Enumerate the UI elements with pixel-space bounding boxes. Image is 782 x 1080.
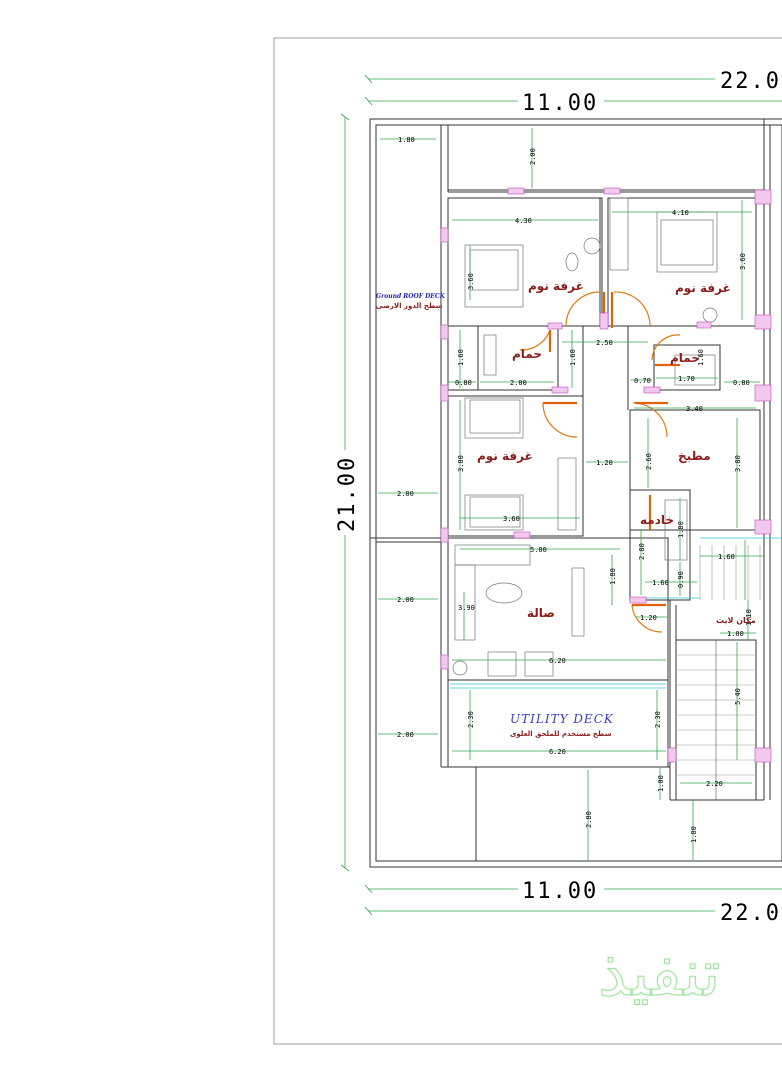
dining-table-icon [485,582,523,604]
dim-label: 3.80 [734,455,742,472]
furniture [452,197,718,677]
dim-label: 6.20 [549,657,566,665]
dim-label: 3.80 [457,455,465,472]
dim-label: 5.40 [734,688,742,705]
dim-label: 2.00 [510,379,527,387]
overall-dimensions: 22.0 11.00 11.00 22.0 21.00 [335,69,782,926]
dim-height-left: 21.00 [335,456,360,532]
wardrobe-icon [609,197,629,271]
dim-label: 1.60 [652,579,669,587]
dim-label: 2.80 [585,811,593,828]
tv-unit-icon [571,567,585,637]
dim-label: 2.00 [397,490,414,498]
room-bath-b: حمام [670,351,700,366]
interior-walls [447,197,782,768]
toilet-icon [565,252,579,272]
dim-label: 2.50 [596,339,613,347]
dim-label: 2.30 [467,711,475,728]
dim-label: 0.90 [677,571,685,588]
windows [440,187,772,763]
washbasin-icon [583,237,601,255]
room-kitchen: مطبخ [678,449,711,463]
dim-total-bottom: 22.0 [720,901,781,926]
dim-label: 1.80 [690,826,698,843]
doors [519,291,681,633]
dim-label: 1.60 [718,553,735,561]
room-bedroom-c: غرفة نوم [477,449,533,464]
room-lift: مكان لايت [716,616,756,625]
dim-label: 2.30 [654,711,662,728]
interior-dimension-lines [378,128,764,860]
room-maid: خادمه [640,513,674,527]
dim-label: 1.80 [677,521,685,538]
sofa-icon [454,544,531,566]
dim-label: 1.20 [640,614,657,622]
bed-a-icon [464,244,524,308]
dim-label: 3.60 [467,273,475,290]
dim-label: 0.70 [634,377,651,385]
dim-label: 0.80 [733,379,750,387]
dim-label: 1.00 [727,630,744,638]
dim-label: 1.60 [457,349,465,366]
utility-deck-arabic: سطح مستخدم للملحق العلوى [510,730,612,738]
dim-label: 1.60 [697,349,705,366]
room-hall: صالة [527,606,555,620]
dim-label: 3.60 [739,253,747,270]
dim-label: 2.20 [706,780,723,788]
dim-label: 1.00 [657,775,665,792]
dim-label: 1.70 [678,375,695,383]
deck-notes: Ground ROOF DECK سطح الدور الارضى UTILIT… [376,293,614,738]
room-labels: غرفة نوم غرفة نوم غرفة نوم حمام حمام مطب… [477,279,756,625]
dim-label: 2.00 [397,731,414,739]
ground-roof-deck-label: Ground ROOF DECK [376,293,446,300]
sheet-frame [273,37,782,1045]
dim-half-top: 11.00 [522,91,598,116]
utility-deck-label: UTILITY DECK [510,712,614,726]
dimension-labels: 1.80 2.00 4.30 3.60 4.10 3.60 2.50 1.60 … [397,136,753,843]
bed-c-icon [464,397,524,439]
dim-label: 1.60 [569,349,577,366]
dim-label: 3.60 [503,515,520,523]
dim-label: 1.20 [596,459,613,467]
dim-label: 2.00 [529,148,537,165]
dim-label: 1.80 [398,136,415,144]
dim-half-bottom: 11.00 [522,879,598,904]
dim-label: 2.60 [645,453,653,470]
dim-total-top: 22.0 [720,69,781,94]
watermark-text: تنفيذ [598,937,720,1011]
ground-roof-deck-arabic: سطح الدور الارضى [376,302,443,310]
dim-label: 0.80 [455,379,472,387]
bed-b-icon [656,211,718,273]
dim-label: 5.00 [530,546,547,554]
dim-label: 1.10 [745,609,753,626]
dim-label: 1.80 [609,568,617,585]
dim-label: 3.40 [686,405,703,413]
dim-label: 3.90 [458,604,475,612]
room-bedroom-b: غرفة نوم [675,281,731,296]
stairs [675,545,761,801]
dim-label: 4.10 [672,209,689,217]
dim-label: 6.20 [549,748,566,756]
dim-label: 2.80 [638,543,646,560]
room-bedroom-a: غرفة نوم [528,279,584,294]
dim-label: 2.00 [397,596,414,604]
room-bath-a: حمام [512,347,542,362]
dim-label: 4.30 [515,217,532,225]
